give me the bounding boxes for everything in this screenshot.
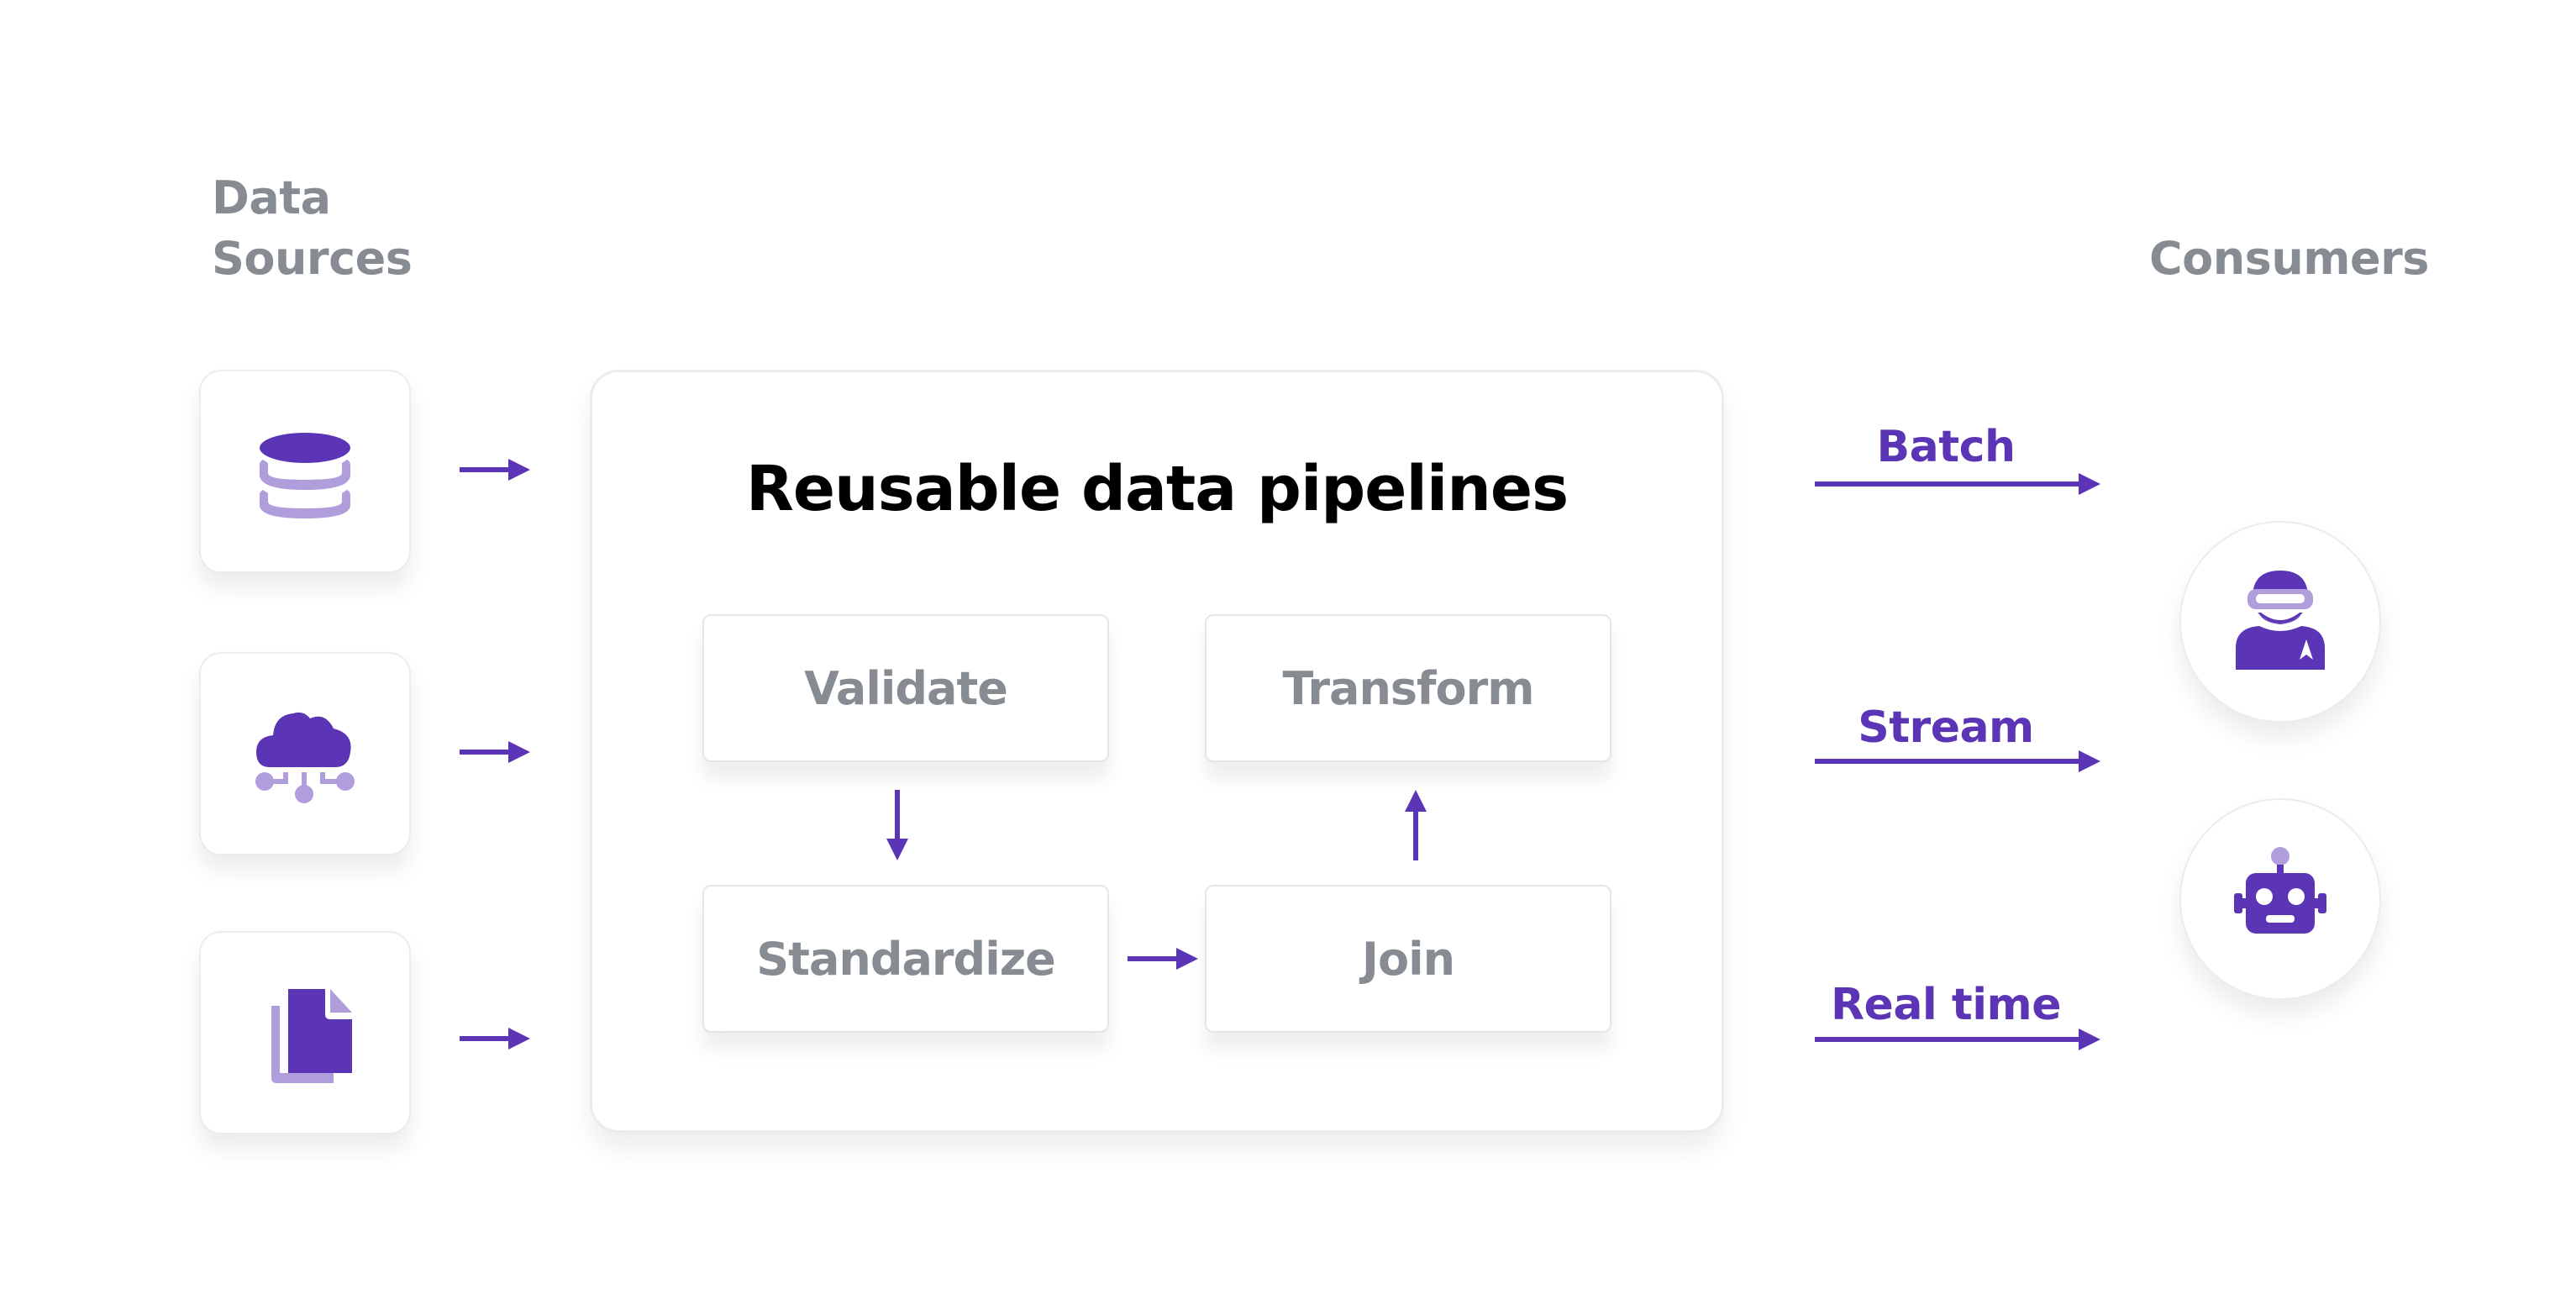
consumer-person: [2179, 521, 2381, 723]
output-label-real-time: Real time: [1831, 980, 2061, 1030]
step-join: Join: [1205, 885, 1611, 1033]
source-card-cloud: [199, 652, 411, 855]
output-arrow-real-time: [1815, 1027, 2100, 1052]
pipeline-title: Reusable data pipelines: [745, 453, 1569, 525]
arrow-standardize-to-join: [1128, 946, 1198, 971]
input-arrow-1: [460, 457, 530, 482]
arrow-validate-to-standardize: [886, 790, 909, 860]
database-icon: [255, 421, 355, 522]
documents-icon: [255, 982, 355, 1083]
data-sources-heading: Data Sources: [212, 168, 413, 289]
consumers-heading: Consumers: [2149, 232, 2429, 285]
consumer-robot: [2179, 798, 2381, 1000]
data-sources-heading-line2: Sources: [212, 232, 413, 285]
vr-user-icon: [2226, 567, 2335, 676]
data-sources-heading-line1: Data: [212, 171, 331, 224]
input-arrow-3: [460, 1026, 530, 1051]
output-label-stream: Stream: [1858, 702, 2034, 753]
step-validate: Validate: [702, 614, 1109, 762]
source-card-files: [199, 931, 411, 1134]
step-standardize: Standardize: [702, 885, 1109, 1033]
output-arrow-batch: [1815, 471, 2100, 497]
arrow-join-to-transform: [1404, 790, 1427, 860]
source-card-database: [199, 370, 411, 573]
output-arrow-stream: [1815, 749, 2100, 774]
output-label-batch: Batch: [1876, 422, 2016, 472]
cloud-network-icon: [255, 703, 355, 804]
step-transform: Transform: [1205, 614, 1611, 762]
input-arrow-2: [460, 739, 530, 765]
robot-icon: [2226, 844, 2335, 954]
